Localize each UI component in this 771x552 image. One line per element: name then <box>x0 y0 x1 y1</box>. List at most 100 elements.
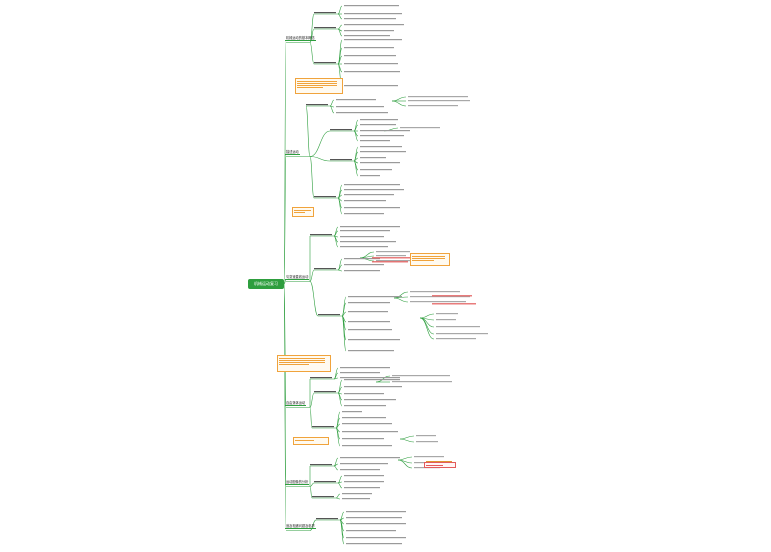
annotation-box <box>293 437 329 445</box>
leaf-text <box>342 423 392 425</box>
leaf-text <box>344 18 396 20</box>
leaf-text <box>360 175 380 177</box>
deep-leaf-text <box>392 381 452 383</box>
leaf-text <box>344 47 394 49</box>
annotation-text-line <box>297 81 338 82</box>
annotation-box <box>277 355 331 372</box>
sub-node-text <box>312 496 334 498</box>
leaf-connector <box>329 105 335 114</box>
annotation-text-line <box>412 258 446 259</box>
leaf-text <box>348 339 400 341</box>
branch-uniform-acceleration[interactable]: 匀变速直线运动 <box>285 275 310 280</box>
branch-sub-connector <box>309 156 315 199</box>
leaf-text <box>348 350 394 352</box>
leaf-text <box>336 106 384 108</box>
leaf-connector <box>337 28 343 37</box>
leaf-text <box>344 189 404 191</box>
leaf-text <box>348 311 388 313</box>
branch-sub-connector <box>305 105 311 157</box>
leaf-text <box>346 543 402 545</box>
leaf-text <box>344 258 380 260</box>
leaf-connector <box>339 517 345 521</box>
sub-node-text <box>330 159 352 161</box>
sub-node-text <box>310 377 332 379</box>
leaf-connector <box>337 194 343 199</box>
leaf-text <box>342 438 384 440</box>
sub-node-text <box>314 391 336 393</box>
leaf-text <box>344 270 380 272</box>
leaf-text <box>342 445 392 447</box>
leaf-text <box>344 386 402 388</box>
leaf-text <box>360 130 410 132</box>
leaf-connector <box>353 157 359 162</box>
leaf-text <box>360 140 390 142</box>
leaf-connector <box>329 99 335 107</box>
leaf-text <box>348 321 390 323</box>
leaf-text <box>340 457 400 459</box>
deep-leaf-text <box>410 296 470 298</box>
deep-leaf-text <box>436 333 488 335</box>
leaf-text <box>360 146 402 148</box>
branch-basic-concepts[interactable]: 机械运动的基本概念 <box>285 36 316 41</box>
branch-sub-connector <box>309 269 315 282</box>
leaf-connector <box>337 392 343 407</box>
sub-node-text <box>318 314 340 316</box>
leaf-connector <box>337 379 343 394</box>
leaf-text <box>344 393 384 395</box>
leaf-connector <box>341 296 347 317</box>
deep-connector <box>399 435 415 440</box>
deep-leaf-text <box>414 456 444 458</box>
leaf-text <box>346 537 406 539</box>
deep-leaf-text <box>436 326 480 328</box>
annotation-text-line <box>412 256 446 257</box>
annotation-text-line <box>297 87 324 88</box>
deep-leaf-text <box>408 96 468 98</box>
branch-free-fall[interactable]: 自由落体运动 <box>285 401 307 406</box>
leaf-text <box>344 85 398 87</box>
leaf-text <box>348 302 390 304</box>
leaf-connector <box>341 315 347 352</box>
branch-pursuit-problems[interactable]: 追及相遇问题及临界 <box>285 524 316 529</box>
deep-connector <box>397 459 413 469</box>
leaf-text <box>360 119 398 121</box>
leaf-text <box>344 207 400 209</box>
annotation-text-line <box>297 83 338 84</box>
leaf-text <box>342 498 370 500</box>
leaf-text <box>346 511 406 513</box>
leaf-connector <box>337 197 343 215</box>
annotation-text-line <box>426 465 443 466</box>
leaf-text <box>344 35 390 37</box>
sub-node-text <box>314 62 336 64</box>
sub-node-text <box>310 234 332 236</box>
leaf-text <box>344 213 384 215</box>
leaf-connector <box>337 5 343 15</box>
branch-sub-connector <box>309 482 315 487</box>
leaf-text <box>342 431 398 433</box>
leaf-text <box>344 475 384 477</box>
leaf-text <box>346 523 406 525</box>
leaf-text <box>360 162 400 164</box>
branch-motion-graphs[interactable]: 运动图像的分析 <box>285 480 310 485</box>
leaf-text <box>344 71 400 73</box>
leaf-connector <box>333 463 339 467</box>
leaf-connector <box>337 269 343 272</box>
leaf-text <box>360 135 404 137</box>
leaf-text <box>344 481 384 483</box>
leaf-text <box>344 487 380 489</box>
branch-describe-motion[interactable]: 描述运动 <box>285 150 300 155</box>
root-node[interactable]: 机械运动复习 <box>248 279 284 289</box>
branch-sub-connector <box>309 407 313 429</box>
leaf-text <box>340 230 390 232</box>
sub-node-text <box>314 196 336 198</box>
deep-leaf-text <box>392 375 450 377</box>
leaf-text <box>344 399 396 401</box>
branch-sub-connector <box>309 519 317 531</box>
leaf-connector <box>353 160 359 177</box>
deep-leaf-text <box>376 255 406 257</box>
annotation-box-red <box>424 462 456 468</box>
leaf-text <box>344 379 400 381</box>
highlight-text <box>432 303 476 305</box>
leaf-text <box>360 169 392 171</box>
annotation-text-line <box>279 362 325 363</box>
